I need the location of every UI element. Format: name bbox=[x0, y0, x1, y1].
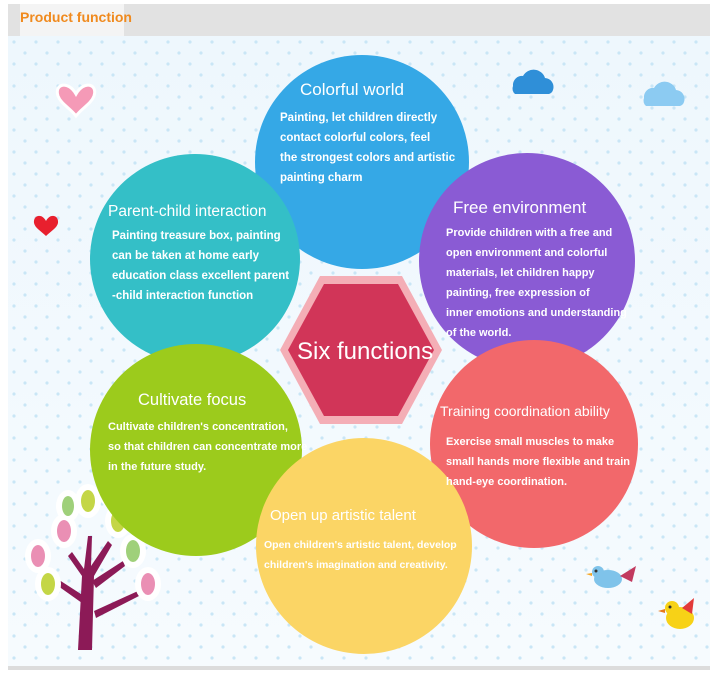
desc-line: materials, let children happy bbox=[446, 267, 595, 279]
function-desc-colorful-world: Painting, let children directly contact … bbox=[280, 108, 455, 188]
desc-line: children's imagination and creativity. bbox=[264, 559, 448, 571]
desc-line: Painting treasure box, painting bbox=[112, 230, 281, 242]
center-hexagon bbox=[280, 276, 442, 424]
desc-line: the strongest colors and artistic bbox=[280, 152, 456, 164]
desc-line: contact colorful colors, feel bbox=[280, 132, 431, 144]
desc-line: Painting, let children directly bbox=[280, 112, 438, 124]
desc-line: hand-eye coordination. bbox=[446, 476, 568, 488]
desc-line: Open children's artistic talent, develop bbox=[264, 539, 457, 551]
function-title-colorful-world: Colorful world bbox=[300, 80, 404, 99]
desc-line: in the future study. bbox=[108, 461, 207, 473]
function-desc-parent-child: Painting treasure box, painting can be t… bbox=[112, 226, 289, 306]
desc-line: can be taken at home early bbox=[112, 250, 260, 262]
desc-line: -child interaction function bbox=[112, 290, 254, 302]
function-title-artistic-talent: Open up artistic talent bbox=[270, 507, 416, 524]
desc-line: open environment and colorful bbox=[446, 247, 608, 259]
heart-pink-icon bbox=[55, 83, 97, 119]
desc-line: Provide children with a free and bbox=[446, 227, 613, 239]
header-bar bbox=[8, 4, 710, 36]
circle-free-environment[interactable] bbox=[419, 153, 635, 369]
bird-blue-icon bbox=[586, 566, 636, 588]
cloud-light-icon bbox=[643, 81, 685, 106]
function-desc-free-environment: Provide children with a free and open en… bbox=[446, 223, 627, 343]
header-title: Product function bbox=[20, 9, 132, 25]
center-label: Six functions bbox=[297, 338, 434, 365]
desc-line: painting, free expression of bbox=[446, 287, 590, 299]
panel-bottom-border bbox=[8, 666, 710, 670]
header-tab[interactable] bbox=[20, 4, 124, 36]
bird-yellow-icon bbox=[658, 598, 694, 629]
function-title-free-environment: Free environment bbox=[453, 198, 587, 217]
function-title-cultivate-focus: Cultivate focus bbox=[138, 391, 247, 409]
function-title-training-coordination: Training coordination ability bbox=[440, 403, 610, 419]
function-desc-artistic-talent: Open children's artistic talent, develop… bbox=[264, 535, 457, 575]
desc-line: Cultivate children's concentration, bbox=[108, 421, 288, 433]
function-desc-cultivate-focus: Cultivate children's concentration, so t… bbox=[108, 417, 307, 477]
desc-line: Exercise small muscles to make bbox=[446, 436, 615, 448]
cloud-blue-icon bbox=[512, 69, 554, 94]
desc-line: painting charm bbox=[280, 172, 363, 184]
tree-icon bbox=[25, 475, 161, 650]
infographic-panel: Six functions Colorful world Painting, l… bbox=[8, 36, 710, 666]
function-desc-training-coordination: Exercise small muscles to make small han… bbox=[446, 432, 630, 492]
function-title-parent-child: Parent-child interaction bbox=[108, 203, 267, 220]
circle-artistic-talent[interactable] bbox=[256, 438, 472, 654]
desc-line: education class excellent parent bbox=[112, 270, 290, 282]
desc-line: of the world. bbox=[446, 327, 512, 339]
desc-line: small hands more flexible and train bbox=[446, 456, 630, 468]
circle-parent-child-interaction[interactable] bbox=[90, 154, 300, 364]
heart-red-icon bbox=[33, 215, 59, 236]
desc-line: inner emotions and understanding bbox=[446, 307, 627, 319]
desc-line: so that children can concentrate more bbox=[108, 441, 308, 453]
